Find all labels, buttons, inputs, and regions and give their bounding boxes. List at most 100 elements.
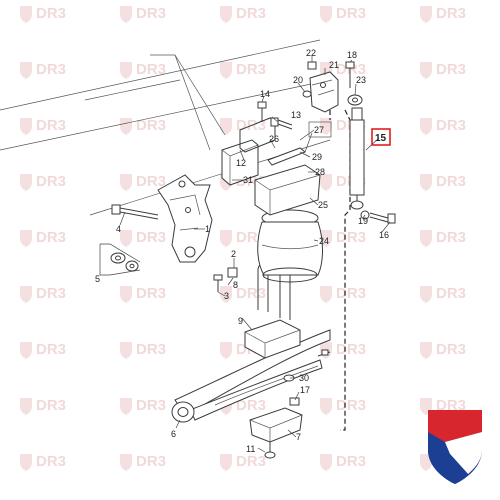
watermark-tile: DR3 <box>420 61 466 79</box>
watermark-text: DR3 <box>136 341 166 358</box>
watermark-text: DR3 <box>236 285 266 302</box>
watermark-text: DR3 <box>36 285 66 302</box>
watermark-tile: DR3 <box>220 453 266 471</box>
callout-21: 21 <box>329 60 339 70</box>
watermark-text: DR3 <box>136 285 166 302</box>
shock-mount-dashed-outline <box>329 109 351 431</box>
callout-12: 12 <box>236 158 246 168</box>
watermark-tile: DR3 <box>320 5 366 23</box>
dr3-logo <box>428 410 482 484</box>
callout-27: 27 <box>314 125 324 135</box>
watermark-tile: DR3 <box>220 5 266 23</box>
bolt-13 <box>270 117 293 130</box>
watermark-text: DR3 <box>136 61 166 78</box>
watermark-text: DR3 <box>136 229 166 246</box>
callout-14: 14 <box>260 89 270 99</box>
shock-upper-bracket <box>309 71 339 113</box>
watermark-text: DR3 <box>336 453 366 470</box>
watermark-tile: DR3 <box>420 285 466 303</box>
callout-27-box <box>308 121 332 138</box>
watermark-tile: DR3 <box>120 285 166 303</box>
callout-6: 6 <box>171 429 176 439</box>
callout-20: 20 <box>293 75 303 85</box>
watermark-tile: DR3 <box>20 61 66 79</box>
watermark-tile: DR3 <box>120 397 166 415</box>
watermark-text: DR3 <box>36 397 66 414</box>
watermark-text: DR3 <box>36 453 66 470</box>
callout-5: 5 <box>95 274 100 284</box>
watermark-tile: DR3 <box>20 173 66 191</box>
watermark-text: DR3 <box>336 61 366 78</box>
watermark-text: DR3 <box>236 61 266 78</box>
watermark-tile: DR3 <box>220 61 266 79</box>
watermark-text: DR3 <box>436 173 466 190</box>
callout-31: 31 <box>243 175 253 185</box>
watermark-text: DR3 <box>436 229 466 246</box>
callout-26: 26 <box>269 134 279 144</box>
callout-17: 17 <box>300 385 310 395</box>
watermark-tile: DR3 <box>20 229 66 247</box>
callout-8: 8 <box>233 280 238 290</box>
watermark-tile: DR3 <box>320 453 366 471</box>
nut-22 <box>307 61 317 70</box>
watermark-tile: DR3 <box>220 117 266 135</box>
callout-18: 18 <box>347 50 357 60</box>
watermark-tile: DR3 <box>120 5 166 23</box>
fastener-2-3-8 <box>213 267 238 292</box>
watermark-tile: DR3 <box>420 5 466 23</box>
watermark-text: DR3 <box>436 5 466 22</box>
watermark-tile: DR3 <box>220 285 266 303</box>
callout-7: 7 <box>296 432 301 442</box>
watermark-tile: DR3 <box>420 117 466 135</box>
watermark-tile: DR3 <box>120 173 166 191</box>
watermark-tile: DR3 <box>320 397 366 415</box>
callout-23: 23 <box>356 75 366 85</box>
watermark-tile: DR3 <box>420 173 466 191</box>
watermark-text: DR3 <box>36 229 66 246</box>
washer-20 <box>302 90 312 98</box>
watermark-tile: DR3 <box>420 341 466 359</box>
watermark-text: DR3 <box>136 397 166 414</box>
callout-4: 4 <box>116 224 121 234</box>
watermark-text: DR3 <box>436 117 466 134</box>
callout-2: 2 <box>231 249 236 259</box>
watermark-tile: DR3 <box>20 117 66 135</box>
watermark-tile: DR3 <box>120 229 166 247</box>
bolt-16 <box>369 212 396 224</box>
watermark-text: DR3 <box>436 285 466 302</box>
callout-11: 11 <box>246 444 255 454</box>
watermark-text: DR3 <box>336 341 366 358</box>
watermark-tile: DR3 <box>20 453 66 471</box>
lower-spring-bracket <box>249 407 303 459</box>
watermark-tile: DR3 <box>420 229 466 247</box>
watermark-text: DR3 <box>36 341 66 358</box>
watermark-tile: DR3 <box>20 5 66 23</box>
watermark-text: DR3 <box>36 5 66 22</box>
callout-1: 1 <box>205 224 210 234</box>
watermark-text: DR3 <box>136 453 166 470</box>
watermark-text: DR3 <box>136 5 166 22</box>
u-bolt-clamp <box>244 263 301 359</box>
watermark-text: DR3 <box>36 173 66 190</box>
bolt-4 <box>111 204 159 220</box>
callout-22: 22 <box>306 48 316 58</box>
watermark-tile: DR3 <box>320 229 366 247</box>
callout-28: 28 <box>315 167 325 177</box>
callout-25: 25 <box>318 200 328 210</box>
watermark-text: DR3 <box>336 229 366 246</box>
callout-13: 13 <box>291 110 301 120</box>
upper-air-spring-mount <box>221 117 321 216</box>
watermark-text: DR3 <box>336 285 366 302</box>
shock-absorber <box>349 107 365 210</box>
washers-5 <box>99 243 141 276</box>
watermark-text: DR3 <box>436 341 466 358</box>
watermark-text: DR3 <box>136 117 166 134</box>
watermark-tile: DR3 <box>120 341 166 359</box>
callout-9: 9 <box>238 316 243 326</box>
callout-16: 16 <box>379 230 389 240</box>
watermark-text: DR3 <box>236 453 266 470</box>
watermark-tile: DR3 <box>20 341 66 359</box>
watermark-tile: DR3 <box>120 117 166 135</box>
front-hanger-bracket <box>157 174 213 263</box>
